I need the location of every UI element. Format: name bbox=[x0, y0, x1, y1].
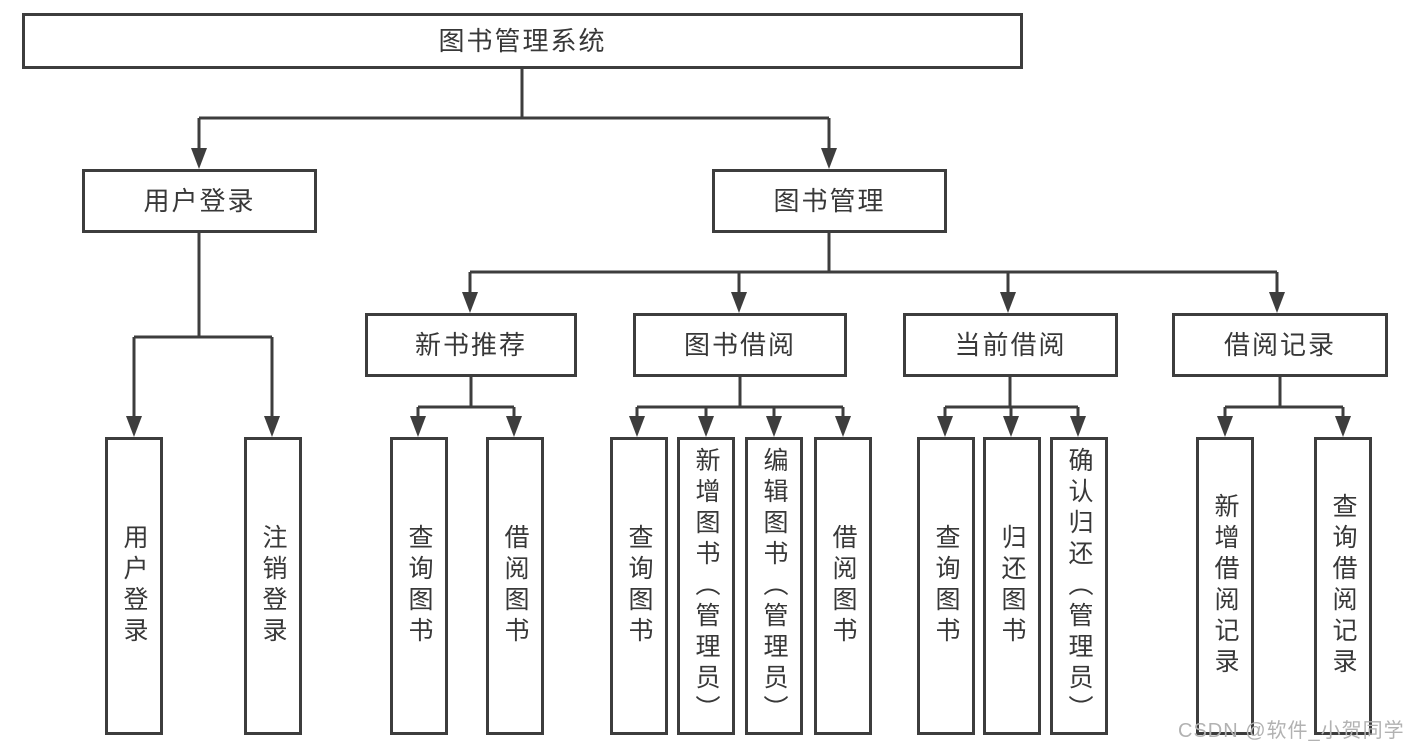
node-current-borrowing: 当前借阅 bbox=[903, 313, 1118, 377]
leaf-add-book-admin: 新增图书（管理员） bbox=[677, 437, 735, 735]
leaf-borrow-books-borrowing: 借阅图书 bbox=[814, 437, 872, 735]
arrowheads bbox=[126, 148, 1351, 437]
node-label: 图书管理系统 bbox=[438, 26, 607, 56]
leaf-query-borrow-record: 查询借阅记录 bbox=[1314, 437, 1372, 735]
leaf-add-borrow-record: 新增借阅记录 bbox=[1196, 437, 1254, 735]
node-borrow-records: 借阅记录 bbox=[1172, 313, 1388, 377]
node-label: 借阅记录 bbox=[1223, 330, 1336, 360]
node-label: 借阅图书 bbox=[501, 524, 529, 648]
node-label: 查询借阅记录 bbox=[1329, 493, 1357, 679]
leaf-logout: 注销登录 bbox=[244, 437, 302, 735]
node-user-login: 用户登录 bbox=[82, 169, 317, 233]
node-label: 确认归还（管理员） bbox=[1065, 446, 1093, 726]
leaf-query-books-recommend: 查询图书 bbox=[390, 437, 448, 735]
leaf-query-books-borrowing: 查询图书 bbox=[610, 437, 668, 735]
node-label: 注销登录 bbox=[259, 524, 287, 648]
csdn-watermark: CSDN @软件_小贺同学 bbox=[1178, 720, 1405, 742]
leaf-confirm-return-admin: 确认归还（管理员） bbox=[1050, 437, 1108, 735]
node-book-management: 图书管理 bbox=[712, 169, 947, 233]
node-label: 借阅图书 bbox=[829, 524, 857, 648]
node-label: 用户登录 bbox=[120, 524, 148, 648]
leaf-query-books-current: 查询图书 bbox=[917, 437, 975, 735]
node-label: 新增图书（管理员） bbox=[692, 446, 720, 726]
node-label: 查询图书 bbox=[932, 524, 960, 648]
node-library-system: 图书管理系统 bbox=[22, 13, 1023, 69]
leaf-borrow-books-recommend: 借阅图书 bbox=[486, 437, 544, 735]
node-label: 用户登录 bbox=[143, 186, 256, 216]
node-label: 查询图书 bbox=[625, 524, 653, 648]
node-label: 查询图书 bbox=[405, 524, 433, 648]
connector-path bbox=[132, 68, 1345, 421]
node-label: 图书管理 bbox=[773, 186, 886, 216]
node-book-borrowing: 图书借阅 bbox=[633, 313, 847, 377]
node-label: 新书推荐 bbox=[414, 330, 527, 360]
node-label: 编辑图书（管理员） bbox=[760, 446, 788, 726]
node-new-book-recommend: 新书推荐 bbox=[365, 313, 577, 377]
leaf-user-login: 用户登录 bbox=[105, 437, 163, 735]
leaf-return-book: 归还图书 bbox=[983, 437, 1041, 735]
leaf-edit-book-admin: 编辑图书（管理员） bbox=[745, 437, 803, 735]
node-label: 新增借阅记录 bbox=[1211, 493, 1239, 679]
node-label: 图书借阅 bbox=[683, 330, 796, 360]
node-label: 当前借阅 bbox=[954, 330, 1067, 360]
node-label: 归还图书 bbox=[998, 524, 1026, 648]
